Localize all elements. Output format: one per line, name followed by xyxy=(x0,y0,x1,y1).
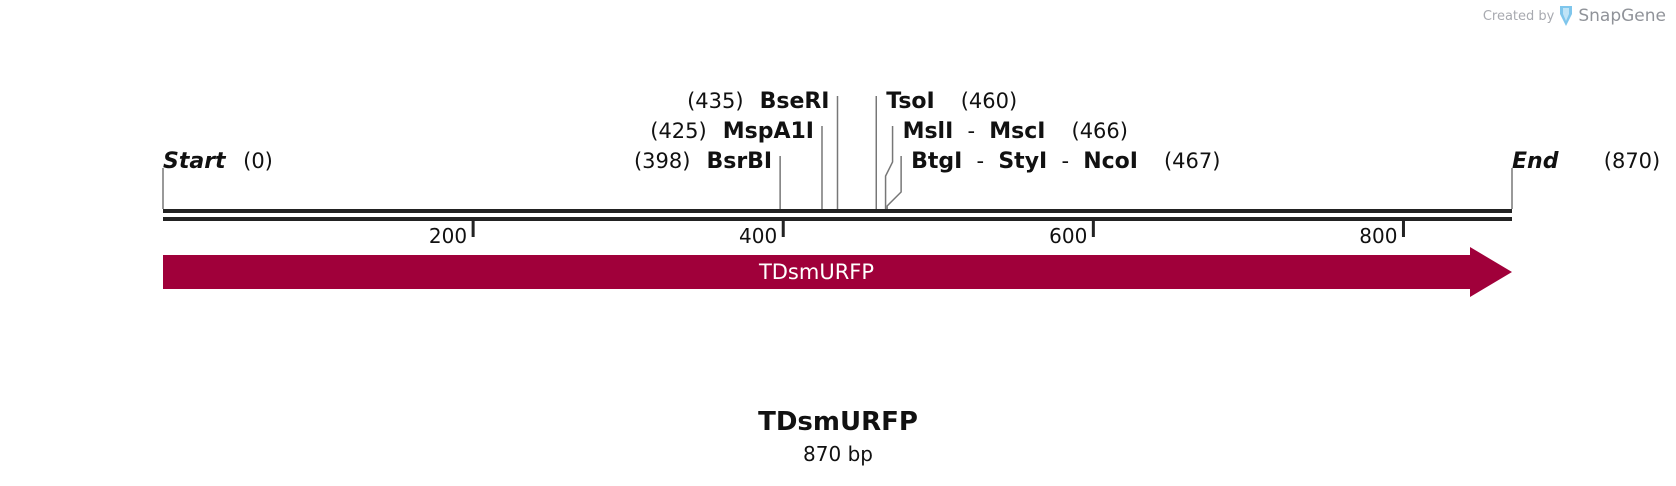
site-position-label: (467) xyxy=(1164,149,1220,173)
site-name-label: BsrBI xyxy=(706,149,772,174)
ruler-tick-label: 600 xyxy=(1049,224,1087,248)
end-position-label: (870) xyxy=(1604,149,1660,173)
site-name-separator: - xyxy=(1061,149,1069,173)
site-position-label: (435) xyxy=(687,89,743,113)
site-line xyxy=(886,156,902,209)
site-name-label: TsoI xyxy=(886,89,934,114)
end-label: End xyxy=(1512,149,1559,174)
site-position-label: (398) xyxy=(634,149,690,173)
snapgene-badge: Created by SnapGene xyxy=(1483,4,1666,28)
ruler-tick-label: 800 xyxy=(1359,224,1397,248)
site-name-label: MspA1I xyxy=(723,119,814,144)
ruler-tick-mark xyxy=(1091,221,1095,237)
snapgene-logo-icon xyxy=(1560,6,1573,26)
ruler-tick-label: 400 xyxy=(739,224,777,248)
feature-arrow xyxy=(163,247,1512,297)
backbone-bottom-strand xyxy=(163,217,1512,221)
ruler-tick-mark xyxy=(471,221,475,237)
site-name-label: BtgI xyxy=(911,149,962,174)
site-name-separator: - xyxy=(967,119,975,143)
site-position-label: (425) xyxy=(650,119,706,143)
site-position-label: (460) xyxy=(961,89,1017,113)
ruler-tick-label: 200 xyxy=(429,224,467,248)
sequence-name: TDsmURFP xyxy=(758,407,918,437)
site-name-separator: - xyxy=(977,149,985,173)
sequence-length: 870 bp xyxy=(803,442,873,466)
ruler-tick-mark xyxy=(781,221,785,237)
site-name-label: MslI xyxy=(903,119,954,144)
start-position-label: (0) xyxy=(243,149,273,173)
site-position-label: (466) xyxy=(1072,119,1128,143)
ruler-tick-mark xyxy=(1401,221,1405,237)
snapgene-name: SnapGene xyxy=(1578,6,1666,26)
start-label: Start xyxy=(163,149,227,174)
site-name-label: MscI xyxy=(989,119,1045,144)
created-by-text: Created by xyxy=(1482,8,1555,24)
site-name-label: StyI xyxy=(998,149,1047,174)
site-name-label: NcoI xyxy=(1083,149,1138,174)
site-line xyxy=(884,126,894,209)
backbone-top-strand xyxy=(163,209,1512,213)
feature-label: TDsmURFP xyxy=(758,260,874,284)
site-name-label: BseRI xyxy=(760,89,830,114)
